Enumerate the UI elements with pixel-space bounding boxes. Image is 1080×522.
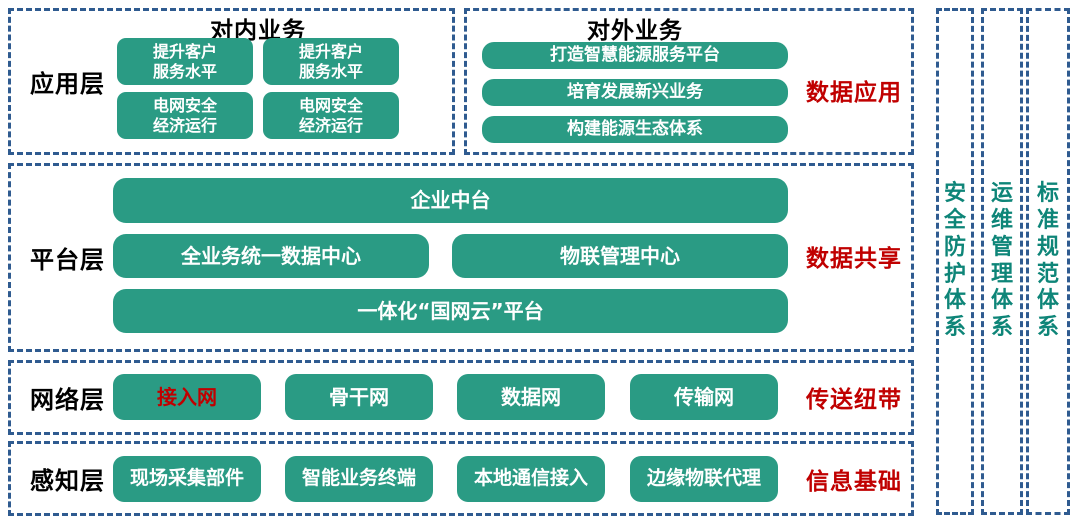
box-label-line: 服务水平: [298, 61, 363, 81]
pillar-standard-specification-system: 标准规范体系: [1026, 8, 1070, 515]
network-box-backbone-network: 骨干网: [285, 374, 433, 420]
network-box-data-network: 数据网: [457, 374, 605, 420]
box-label-line: 提升客户: [298, 41, 363, 61]
internal-box-customer-service-1: 提升客户 服务水平: [117, 38, 253, 85]
platform-box-state-grid-cloud: 一体化“国网云”平台: [113, 289, 788, 333]
app-internal-frame: [8, 8, 455, 155]
perception-box-field-collection: 现场采集部件: [113, 456, 261, 502]
pillar-text: 运维管理体系: [990, 181, 1013, 341]
pillar-text: 标准规范体系: [1036, 181, 1059, 341]
external-business-title: 对外业务: [587, 18, 683, 44]
pillar-text: 安全防护体系: [943, 181, 966, 341]
internal-box-grid-safety-1: 电网安全 经济运行: [117, 92, 253, 139]
external-box-energy-ecosystem: 构建能源生态体系: [482, 116, 788, 143]
app-layer-tag-data-application: 数据应用: [806, 80, 902, 106]
internal-box-customer-service-2: 提升客户 服务水平: [263, 38, 399, 85]
perception-layer-tag-info-foundation: 信息基础: [806, 469, 902, 495]
perception-layer-label: 感知层: [30, 467, 105, 495]
external-box-emerging-business: 培育发展新兴业务: [482, 79, 788, 106]
platform-box-iot-management-center: 物联管理中心: [452, 234, 788, 278]
pillar-security-protection-system: 安全防护体系: [936, 8, 974, 515]
app-layer-label: 应用层: [30, 70, 105, 98]
box-label-line: 经济运行: [152, 115, 217, 135]
network-frame: [8, 360, 914, 435]
internal-box-grid-safety-2: 电网安全 经济运行: [263, 92, 399, 139]
platform-box-unified-data-center: 全业务统一数据中心: [113, 234, 429, 278]
app-external-frame: [464, 8, 914, 155]
external-box-smart-energy-platform: 打造智慧能源服务平台: [482, 42, 788, 69]
network-layer-tag-transmission-link: 传送纽带: [806, 387, 902, 413]
box-label-line: 电网安全: [152, 95, 217, 115]
network-box-access-network: 接入网: [113, 374, 261, 420]
platform-layer-tag-data-sharing: 数据共享: [806, 246, 902, 272]
platform-layer-label: 平台层: [30, 246, 105, 274]
box-label-line: 服务水平: [152, 61, 217, 81]
perception-box-edge-iot-agent: 边缘物联代理: [630, 456, 778, 502]
platform-box-enterprise-middle: 企业中台: [113, 178, 788, 223]
network-layer-label: 网络层: [30, 386, 105, 414]
perception-box-local-comm-access: 本地通信接入: [457, 456, 605, 502]
perception-frame: [8, 441, 914, 516]
box-label-line: 电网安全: [298, 95, 363, 115]
platform-frame: [8, 163, 914, 352]
box-label-line: 提升客户: [152, 41, 217, 61]
perception-box-smart-terminal: 智能业务终端: [285, 456, 433, 502]
pillar-operation-maintenance-system: 运维管理体系: [981, 8, 1023, 515]
network-box-transmission-network: 传输网: [630, 374, 778, 420]
box-label-line: 经济运行: [298, 115, 363, 135]
